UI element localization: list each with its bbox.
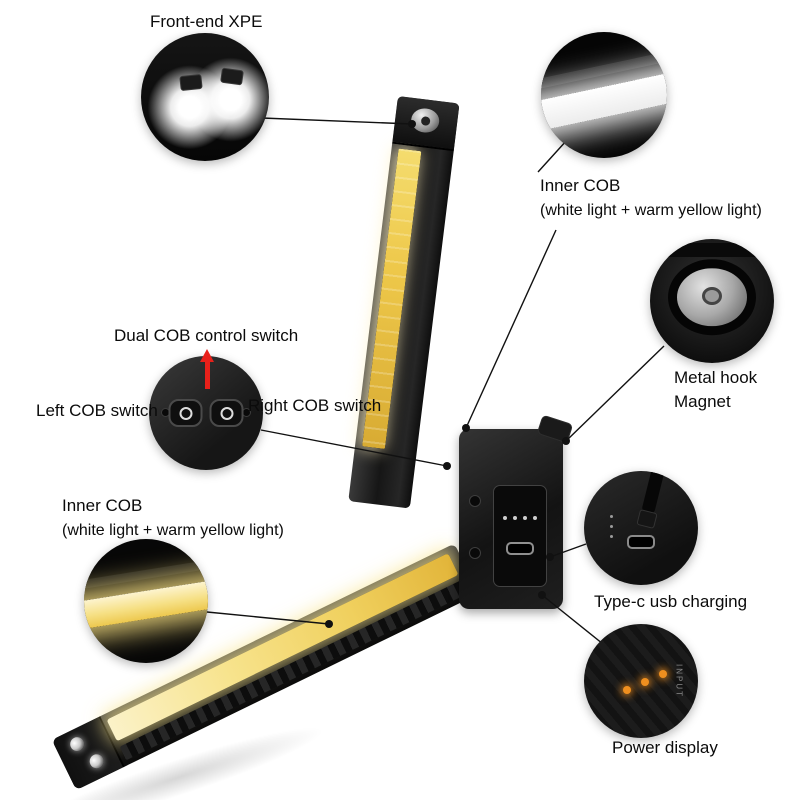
type-c-port-icon (627, 534, 655, 549)
type-c-slot-icon (506, 542, 534, 555)
vertical-bar-top-cap (392, 96, 460, 152)
label-type-c: Type-c usb charging (594, 592, 748, 611)
indicator-dot-icon (610, 515, 613, 518)
label-right-cob-switch: Right COB switch (248, 396, 382, 415)
screw-icon (469, 547, 481, 559)
label-dual-cob-switch: Dual COB control switch (114, 326, 299, 345)
left-cob-switch-button-icon (168, 399, 203, 427)
label-power-display: Power display (612, 738, 718, 757)
callout-photo-metal-hook-magnet (650, 239, 774, 363)
screw-icon (469, 495, 481, 507)
magnet-core-icon (702, 287, 722, 306)
battery-led-icon (513, 516, 517, 520)
xpe-lens-icon (87, 751, 107, 771)
label-left-cob-switch: Left COB switch (36, 401, 158, 420)
label-inner-cob-left-2: (white light + warm yellow light) (62, 522, 284, 539)
callout-photo-power-display: INPUT (584, 624, 698, 738)
callout-photo-warm-cob (84, 539, 208, 663)
power-led-dot-icon (622, 685, 631, 694)
label-inner-cob-left-1: Inner COB (62, 496, 143, 515)
usb-cable-icon (640, 471, 667, 516)
switch-button-group (168, 399, 244, 427)
label-front-xpe: Front-end XPE (150, 12, 263, 31)
input-marking-label: INPUT (674, 664, 684, 698)
usb-plug-icon (636, 509, 658, 529)
indicator-dot-icon (610, 535, 613, 538)
bulb-glyph-icon (179, 406, 192, 420)
power-led-dot-icon (659, 669, 668, 678)
label-inner-cob-top-1: Inner COB (540, 176, 621, 195)
callout-photo-front-xpe (141, 33, 269, 161)
battery-led-icon (523, 516, 527, 520)
rubber-flap (536, 414, 574, 444)
power-led-dot-icon (641, 677, 649, 686)
label-magnet: Magnet (674, 392, 731, 411)
callout-photo-type-c-charging (584, 471, 698, 585)
xpe-lens-icon (67, 734, 87, 754)
warm-cob-strip-icon (84, 578, 208, 632)
callout-photo-white-cob (541, 32, 667, 158)
charging-panel (493, 485, 547, 587)
label-metal-hook: Metal hook (674, 368, 758, 387)
power-glyph-icon (220, 406, 233, 420)
label-inner-cob-top-2: (white light + warm yellow light) (540, 202, 762, 219)
xpe-lamp-housing-icon (179, 73, 203, 92)
hook-housing (650, 243, 774, 257)
indicator-dot-icon (610, 525, 613, 528)
battery-led-icon (503, 516, 507, 520)
battery-led-icon (533, 516, 537, 520)
red-up-arrow-icon (200, 349, 214, 389)
hinge-body (459, 414, 574, 609)
xpe-lamp-housing-icon (220, 67, 244, 86)
right-cob-switch-button-icon (209, 399, 244, 427)
product-vertical-light-bar (348, 96, 460, 509)
